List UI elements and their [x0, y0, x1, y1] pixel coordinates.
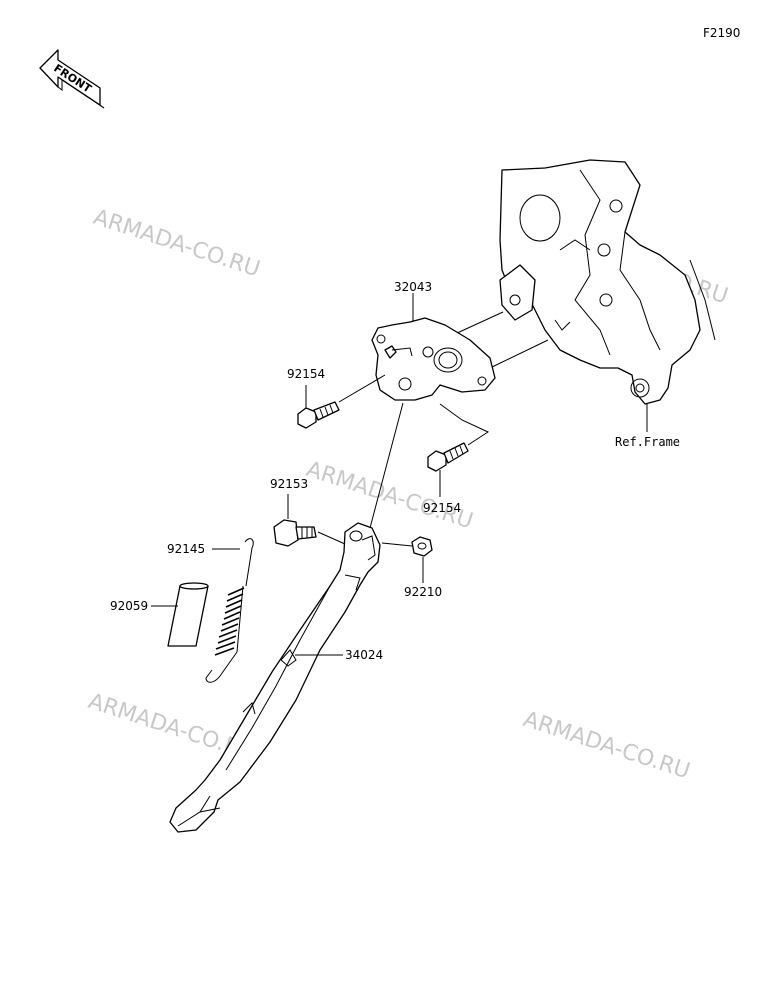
bracket-32043 — [371, 317, 496, 401]
part-label-92210: 92210 — [404, 585, 442, 599]
bolt-92154-right — [427, 442, 469, 472]
side-stand-34024 — [169, 522, 381, 833]
part-label-92153: 92153 — [270, 477, 308, 491]
nut-92210 — [411, 536, 433, 557]
part-label-92154: 92154 — [287, 367, 325, 381]
frame-reference — [499, 159, 716, 405]
spring-92145 — [205, 538, 254, 683]
part-label-92145: 92145 — [167, 542, 205, 556]
part-label-92059: 92059 — [110, 599, 148, 613]
part-label-34024: 34024 — [345, 648, 383, 662]
watermark: ARMADA-CO.RU — [90, 205, 263, 282]
ref-frame-label: Ref.Frame — [615, 435, 680, 449]
watermark: ARMADA-CO.RU — [303, 457, 476, 534]
collar-92059 — [167, 582, 209, 647]
watermark: ARMADA-CO.RU — [520, 707, 693, 784]
figure-code: F2190 — [703, 26, 740, 40]
part-label-92154-second: 92154 — [423, 501, 461, 515]
bolt-92153 — [273, 519, 317, 547]
front-arrow-icon: FRONT — [39, 49, 105, 109]
bolt-92154-left — [297, 401, 340, 429]
part-label-32043: 32043 — [394, 280, 432, 294]
